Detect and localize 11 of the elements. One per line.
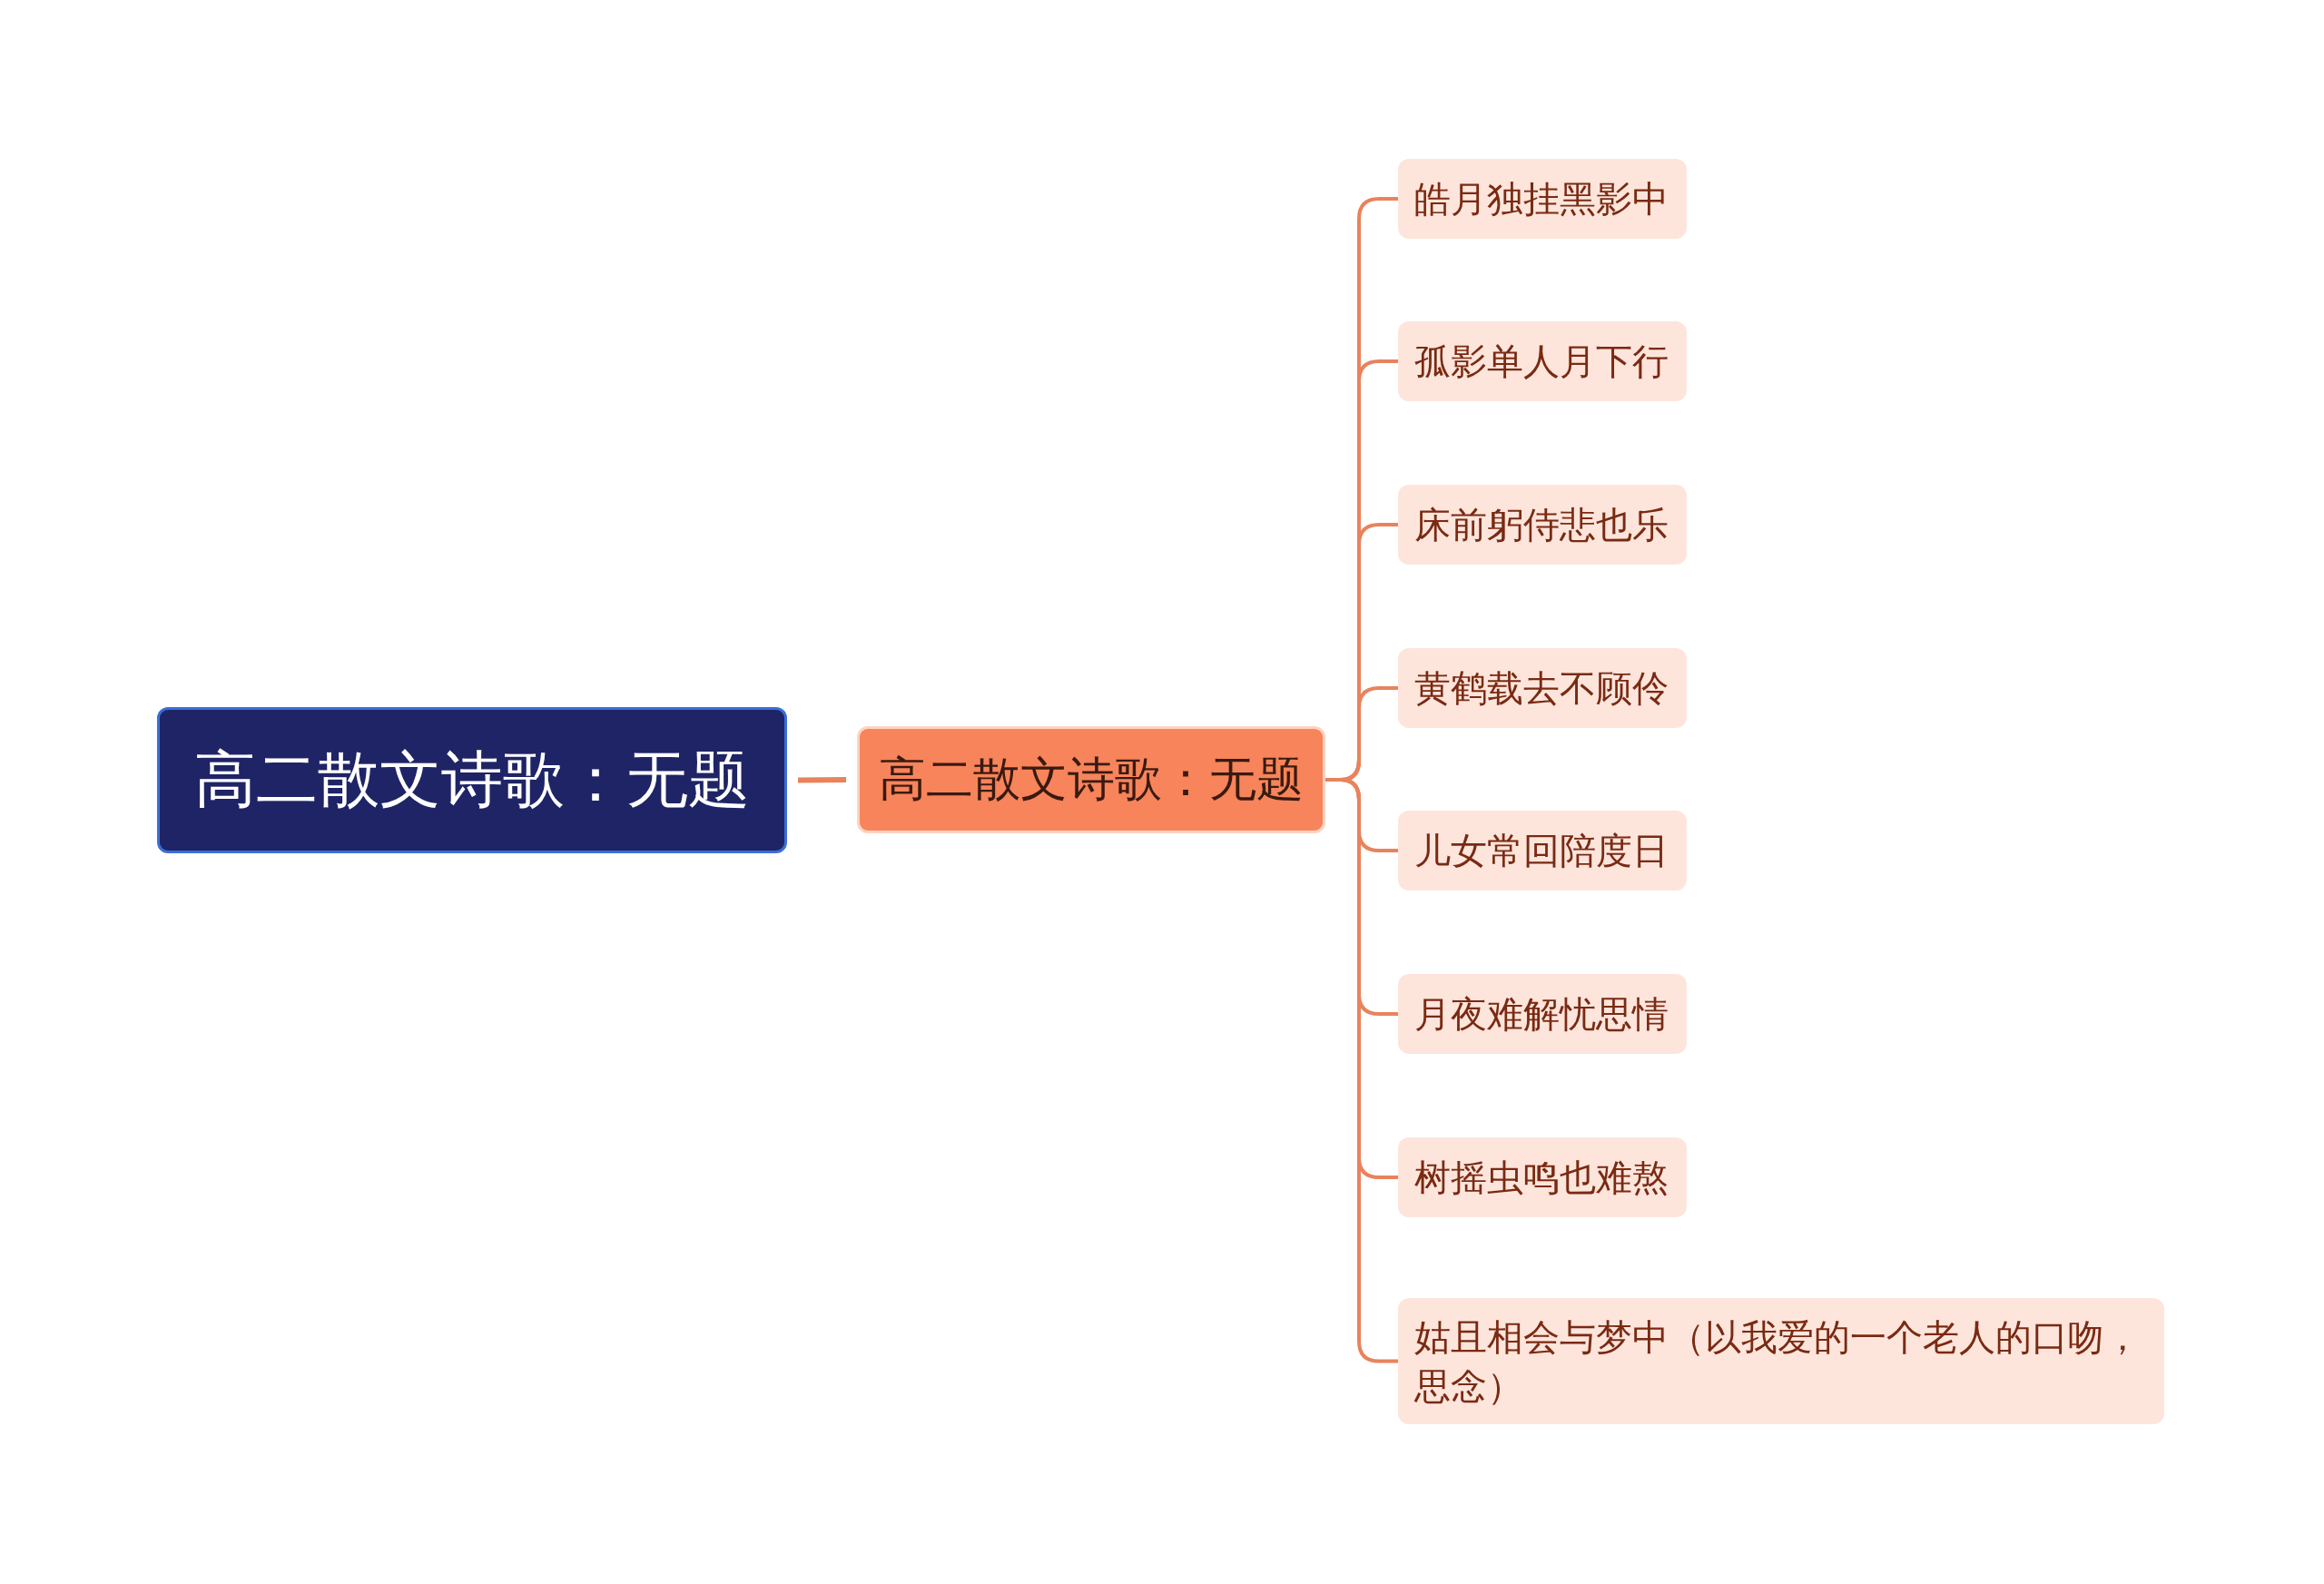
subtopic-box: 床前躬侍悲也乐 (1398, 485, 1687, 565)
subtopic-box: 孤影单人月下行 (1398, 321, 1687, 401)
central-topic-box: 高二散文诗歌：无题 (157, 707, 787, 853)
subtopic-box: 月夜难解忧思情 (1398, 974, 1687, 1054)
subtopic-box: 儿女常回陪度日 (1398, 811, 1687, 890)
subtopic-box: 姑且相会与梦中（以我爱的一个老人的口吻，思念） (1398, 1298, 2164, 1424)
subtopic-box: 皓月独挂黑影中 (1398, 159, 1687, 239)
subtopic-box: 黄鹤载去不顾伶 (1398, 648, 1687, 728)
subtopic-box: 树摇虫鸣也难熬 (1398, 1137, 1687, 1217)
topic-box: 高二散文诗歌：无题 (857, 726, 1325, 833)
connector-line (797, 777, 847, 783)
